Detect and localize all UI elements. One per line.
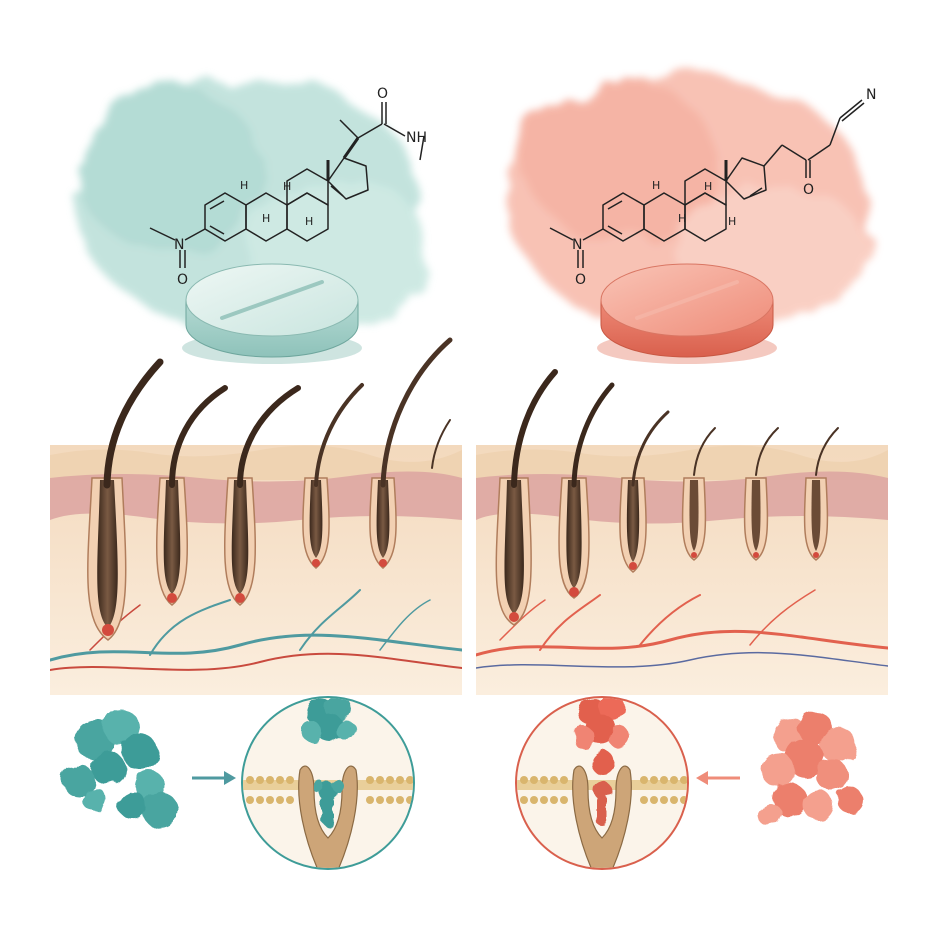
left-steroid-molecule bbox=[149, 102, 425, 268]
left-h-label-c: H bbox=[283, 180, 291, 193]
right-h-label-d: H bbox=[728, 215, 736, 228]
right-noxide-n: N bbox=[572, 237, 582, 253]
right-coral-protein-cluster bbox=[758, 711, 863, 827]
right-nitrile-label: N bbox=[866, 87, 876, 103]
right-pill-tablet bbox=[597, 263, 777, 364]
right-noxide-o: O bbox=[575, 272, 586, 288]
left-dermis-band bbox=[50, 471, 462, 524]
left-noxide-n: N bbox=[174, 237, 184, 253]
right-hair-shafts bbox=[511, 369, 839, 488]
right-molecule-labels: N O N O H H H H bbox=[572, 87, 876, 288]
left-receptor-inset bbox=[241, 696, 415, 870]
right-skin-cross-section bbox=[476, 445, 888, 695]
left-molecule-labels: O NH N O H H H H bbox=[174, 86, 427, 288]
right-hair-follicles bbox=[495, 477, 829, 626]
left-skin-cross-section bbox=[50, 445, 462, 695]
right-h-label-a: H bbox=[652, 179, 660, 192]
left-teal-protein-cluster bbox=[62, 710, 178, 828]
left-hair-follicles bbox=[87, 477, 397, 641]
left-amide-nh: NH bbox=[406, 130, 427, 146]
left-carbonyl-o: O bbox=[377, 86, 388, 102]
left-pill-tablet bbox=[182, 263, 362, 364]
right-steroid-molecule bbox=[549, 99, 865, 268]
right-arrow bbox=[696, 771, 740, 785]
right-ketone-o: O bbox=[803, 182, 814, 198]
right-watercolor-wash bbox=[510, 75, 870, 335]
left-noxide-o: O bbox=[177, 272, 188, 288]
left-arrow bbox=[192, 771, 236, 785]
left-h-label-b: H bbox=[262, 212, 270, 225]
left-hair-shafts bbox=[103, 337, 453, 489]
right-blood-vessels bbox=[476, 589, 888, 669]
right-h-label-c: H bbox=[704, 180, 712, 193]
right-receptor-inset bbox=[515, 696, 689, 870]
right-h-label-b: H bbox=[678, 212, 686, 225]
left-h-label-a: H bbox=[240, 179, 248, 192]
left-h-label-d: H bbox=[305, 215, 313, 228]
